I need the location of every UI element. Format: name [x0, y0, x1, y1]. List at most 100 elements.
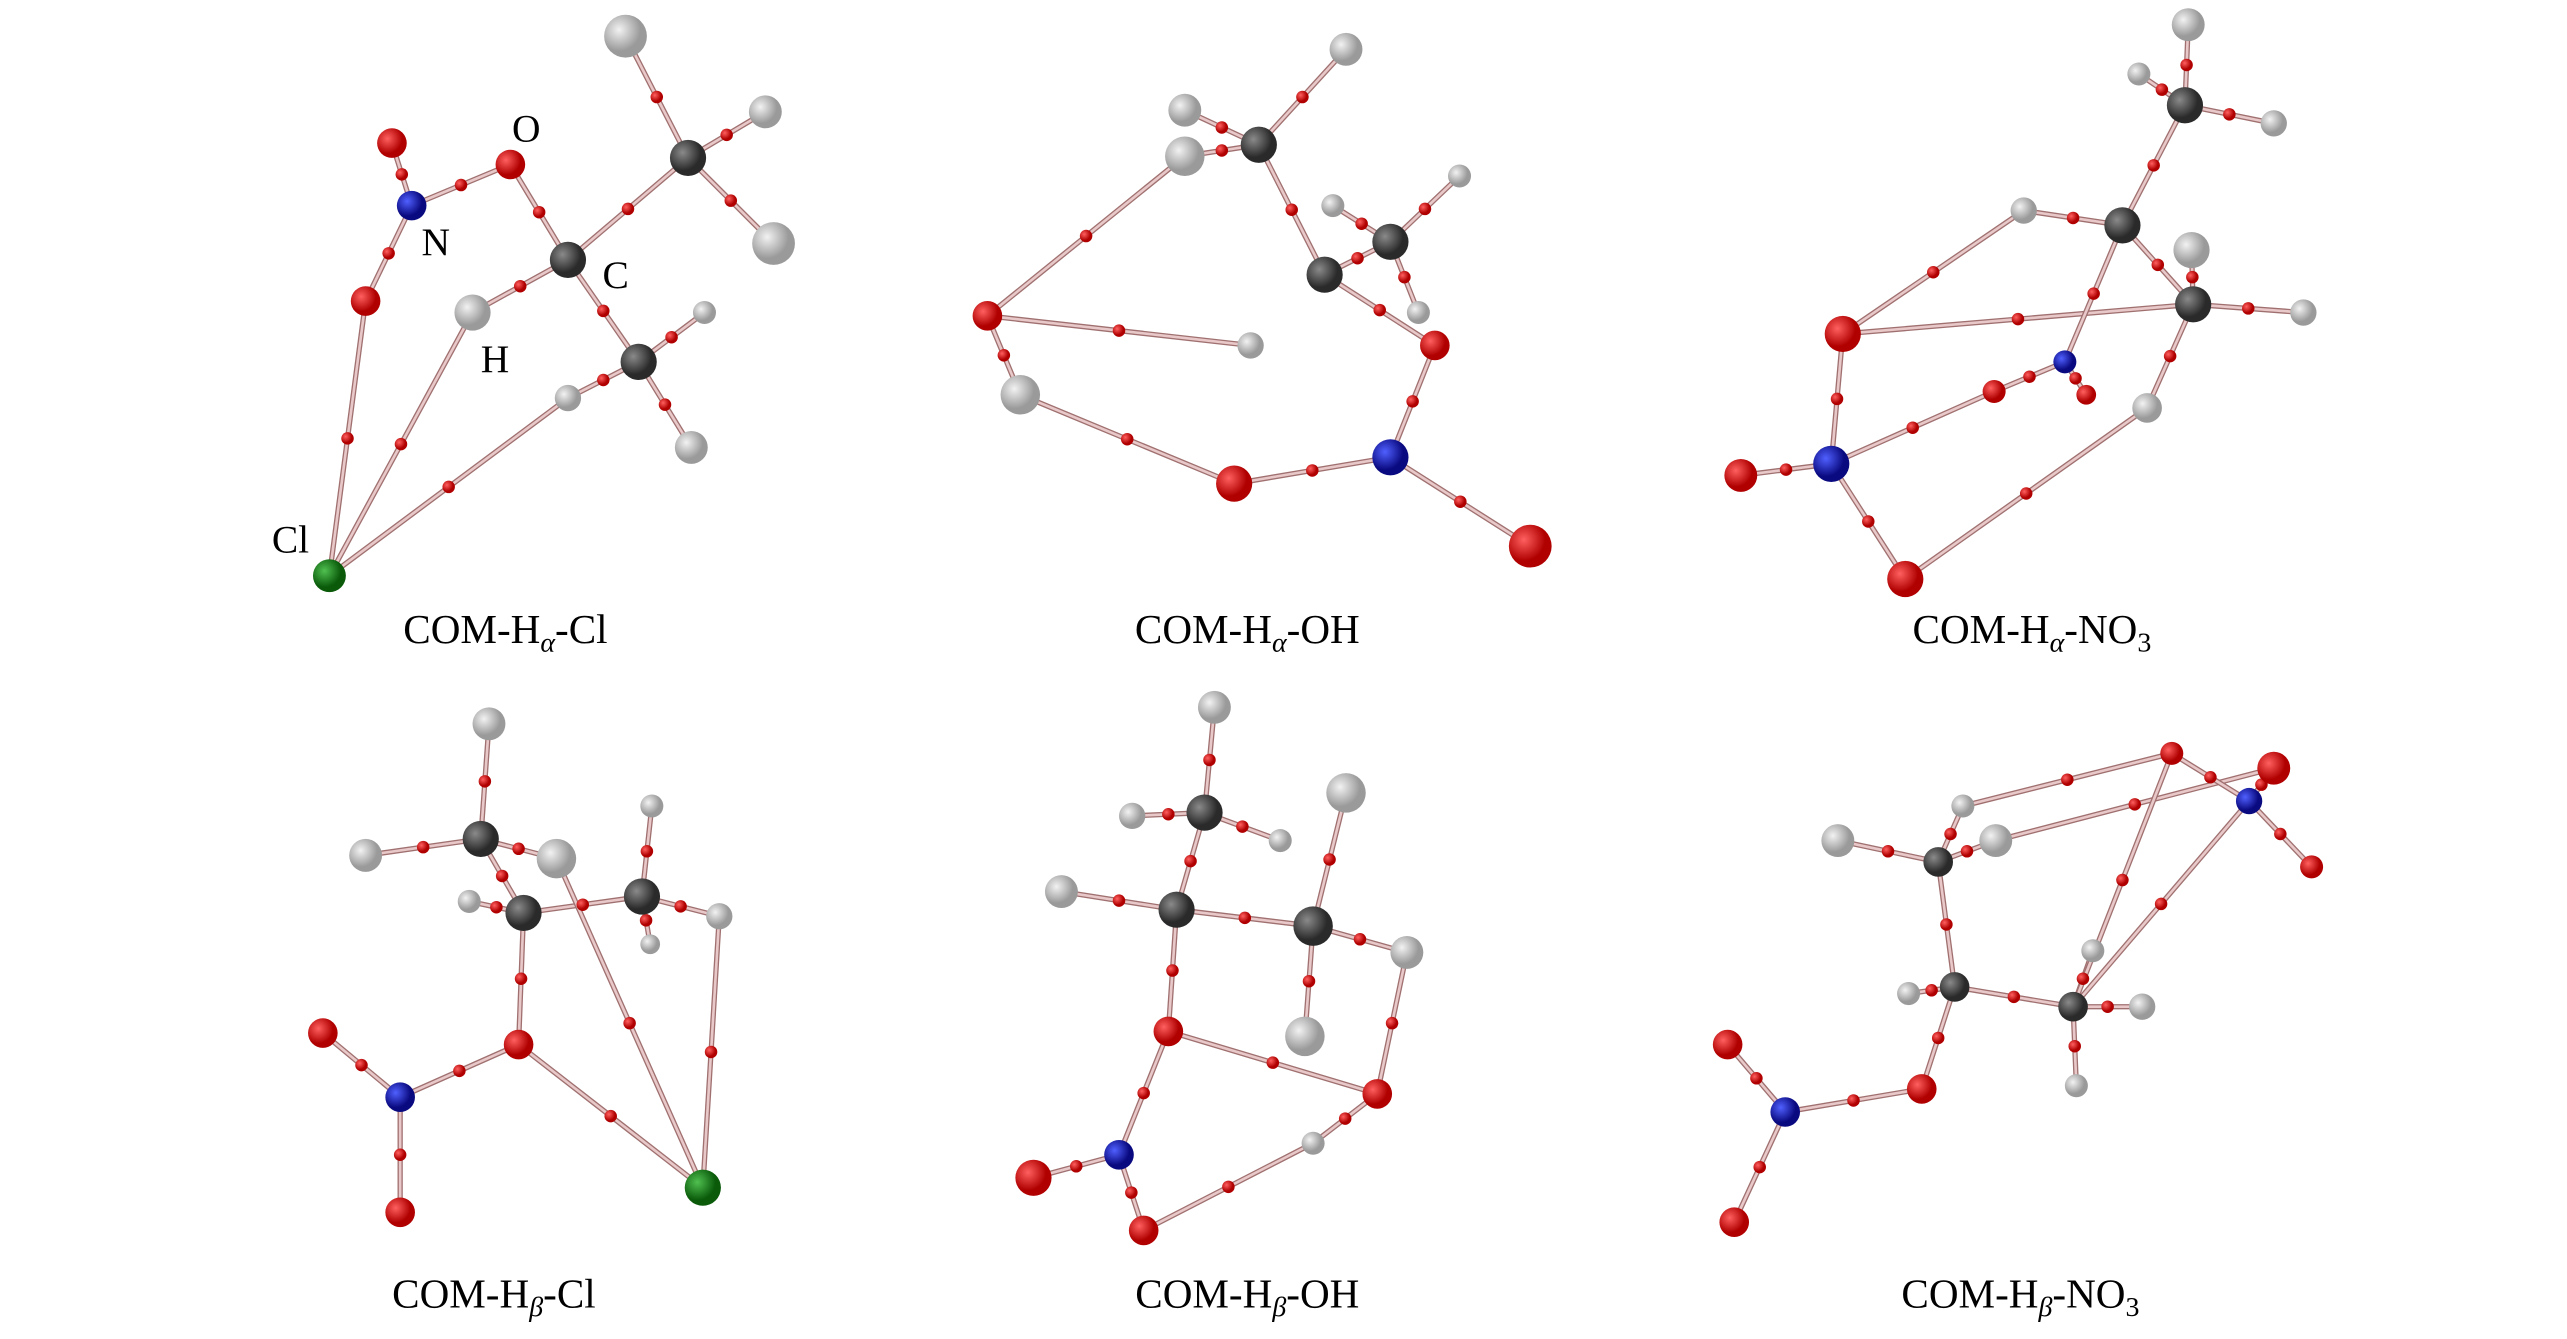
bond-critical-point	[478, 775, 492, 788]
hydrogen-atom	[640, 794, 664, 818]
hydrogen-atom	[1951, 794, 1975, 818]
nitrogen-atom	[2053, 350, 2077, 374]
bond-critical-point	[597, 373, 610, 387]
bond-critical-point	[1944, 827, 1957, 841]
carbon-atom	[462, 820, 499, 858]
hydrogen-atom	[536, 838, 577, 879]
nitrogen-atom	[1813, 445, 1850, 482]
carbon-atom	[2166, 87, 2204, 124]
oxygen-atom	[495, 149, 526, 180]
bond-critical-point	[2007, 990, 2021, 1004]
nitrogen-atom	[385, 1082, 415, 1112]
bond-critical-point	[1454, 495, 1467, 508]
bond-critical-point	[1162, 808, 1175, 821]
caption-com-ha-cl: COM-Hα-Cl	[403, 606, 607, 658]
bond-critical-point	[2155, 83, 2169, 96]
hydrogen-atom	[2127, 62, 2151, 86]
caption-com-hb-oh: COM-Hβ-OH	[1135, 1271, 1359, 1323]
bond-critical-point	[2116, 873, 2129, 887]
oxygen-atom	[1724, 458, 1758, 492]
oxygen-atom	[377, 128, 407, 158]
hydrogen-atom	[748, 95, 782, 129]
carbon-atom	[1158, 891, 1195, 928]
atom-label-carbon: C	[602, 253, 628, 297]
hydrogen-atom	[1165, 136, 1205, 177]
hydrogen-atom	[752, 222, 795, 265]
carbon-atom	[2175, 286, 2212, 323]
carbon-atom	[2104, 207, 2141, 244]
bond-critical-point	[341, 432, 354, 445]
bond-critical-point	[1323, 853, 1336, 866]
bond-critical-point	[1120, 432, 1134, 446]
bond-critical-point	[382, 247, 395, 260]
bond-critical-point	[576, 898, 589, 911]
bond-critical-point	[623, 1016, 636, 1030]
atom-label-chlorine: Cl	[272, 518, 309, 562]
bond-critical-point	[2061, 773, 2074, 786]
oxygen-atom	[1420, 330, 1450, 361]
carbon-atom	[1372, 223, 1409, 260]
bond-critical-point	[1931, 1031, 1945, 1045]
caption-com-hb-cl: COM-Hβ-Cl	[392, 1271, 596, 1323]
bond-critical-point	[1203, 753, 1216, 767]
hydrogen-atom	[706, 903, 733, 930]
hydrogen-atom	[1285, 1016, 1325, 1057]
bond-critical-point	[442, 480, 455, 494]
bond-critical-point	[1373, 303, 1386, 317]
hydrogen-atom	[1000, 375, 1041, 415]
hydrogen-atom	[1897, 982, 1921, 1006]
bond-critical-point	[1079, 229, 1093, 243]
bond-critical-point	[512, 842, 525, 856]
hydrogen-atom	[1979, 824, 2013, 858]
hydrogen-atom	[640, 934, 661, 955]
bond-critical-point	[1406, 395, 1419, 408]
bond-critical-point	[1940, 918, 1953, 931]
carbon-atom	[1939, 972, 1970, 1002]
carbon-atom	[549, 241, 587, 278]
bond-critical-point	[1166, 964, 1179, 977]
carbon-atom	[620, 343, 657, 380]
bond-critical-point	[532, 205, 546, 219]
caption-com-ha-oh: COM-Hα-OH	[1135, 606, 1360, 658]
bond-critical-point	[495, 869, 509, 883]
bond-critical-point	[1112, 894, 1126, 907]
hydrogen-atom	[472, 707, 506, 741]
oxygen-atom	[972, 301, 1003, 331]
bond-critical-point	[1069, 1160, 1083, 1173]
bond-critical-point	[2180, 58, 2193, 72]
hydrogen-atom	[457, 889, 481, 913]
hydrogen-atom	[1301, 1131, 1325, 1155]
carbon-atom	[1293, 906, 1333, 946]
bond-critical-point	[665, 330, 678, 344]
bond-critical-point	[639, 914, 653, 927]
chlorine-atom	[312, 559, 346, 593]
hydrogen-atom	[674, 430, 708, 464]
bond-critical-point	[1306, 464, 1319, 477]
hydrogen-atom	[1197, 690, 1231, 724]
atom-label-nitrogen: N	[422, 220, 451, 264]
bond-critical-point	[2204, 770, 2217, 784]
nitrogen-atom	[2235, 787, 2263, 815]
nitrogen-atom	[1770, 1097, 1801, 1127]
bond-critical-point	[2023, 370, 2036, 383]
bond-critical-point	[355, 1058, 368, 1072]
bond-critical-point	[2163, 349, 2177, 363]
atom-label-hydrogen: H	[481, 337, 510, 381]
bond-critical-point	[2274, 827, 2287, 841]
hydrogen-atom	[349, 838, 383, 872]
hydrogen-atom	[2064, 1074, 2088, 1098]
oxygen-atom	[2257, 751, 2291, 785]
carbon-atom	[669, 139, 707, 177]
bond-critical-point	[1236, 820, 1249, 833]
bond-critical-point	[720, 128, 733, 142]
bond-critical-point	[2066, 211, 2080, 225]
hydrogen-atom	[1326, 773, 1366, 813]
oxygen-atom	[1015, 1159, 1052, 1196]
bond-critical-point	[1753, 1160, 1766, 1174]
bond-critical-point	[2101, 1000, 2114, 1013]
bond-critical-point	[2011, 312, 2025, 326]
bond-critical-point	[640, 845, 654, 858]
bond-critical-point	[514, 972, 528, 986]
bond-critical-point	[454, 178, 468, 192]
bond-critical-point	[2186, 270, 2199, 284]
